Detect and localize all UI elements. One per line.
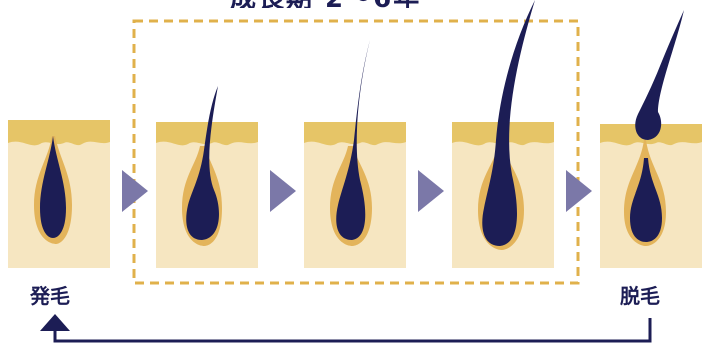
stage-5-panel — [600, 10, 702, 268]
shedding-hair-stage-5 — [635, 10, 684, 140]
label-hair-growth: 発毛 — [30, 280, 70, 309]
stage-3-panel — [304, 40, 406, 268]
arrow-1-2 — [122, 170, 148, 212]
stage-2-panel — [156, 86, 258, 268]
stage-4-panel — [452, 0, 554, 268]
label-hair-loss: 脱毛 — [620, 280, 660, 309]
arrow-4-5 — [566, 170, 592, 212]
cycle-return-line — [55, 318, 650, 341]
stage-1-panel — [8, 120, 110, 268]
cycle-return-arrowhead — [40, 314, 70, 331]
arrow-3-4 — [418, 170, 444, 212]
arrow-2-3 — [270, 170, 296, 212]
